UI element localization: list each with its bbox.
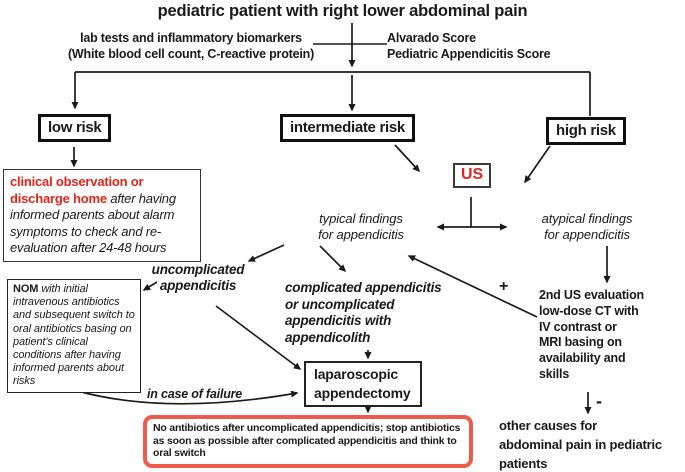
- high-risk-label: high risk: [556, 122, 616, 139]
- nom-highlight: NOM: [13, 283, 39, 295]
- ultrasound-node: US: [453, 163, 492, 188]
- second-us-evaluation-label: 2nd US evaluation low-dose CT with IV co…: [539, 288, 644, 381]
- intermediate-risk-node: intermediate risk: [280, 114, 415, 142]
- page-title: pediatric patient with right lower abdom…: [157, 2, 528, 20]
- nom-detail: with initial intravenous antibiotics and…: [13, 283, 135, 388]
- clinical-observation-node: clinical observation or discharge home a…: [3, 169, 201, 262]
- clinical-observation-highlight: clinical observation or discharge home: [10, 174, 144, 206]
- high-risk-node: high risk: [546, 117, 626, 145]
- typical-findings-label: typical findings for appendicitis: [318, 211, 404, 242]
- intermediate-risk-label: intermediate risk: [290, 119, 405, 136]
- in-case-of-failure-label: in case of failure: [147, 387, 243, 401]
- lab-tests-label: lab tests and inflammatory biomarkers (W…: [67, 31, 315, 61]
- positive-sign: +: [499, 278, 509, 295]
- clinical-observation-detail: after having informed parents about alar…: [10, 190, 176, 256]
- laparoscopic-appendectomy-node: laparoscopic appendectomy: [304, 361, 423, 407]
- ultrasound-label: US: [461, 166, 484, 183]
- other-causes-label: other causes for abdominal pain in pedia…: [499, 418, 662, 471]
- low-risk-label: low risk: [48, 119, 102, 136]
- uncomplicated-appendicitis-label: uncomplicated appendicitis: [151, 262, 245, 293]
- atypical-findings-label: atypical findings for appendicitis: [541, 211, 633, 242]
- scores-label: Alvarado Score Pediatric Appendicitis Sc…: [387, 31, 551, 61]
- nom-node: NOM with initial intravenous antibiotics…: [7, 279, 141, 393]
- antibiotics-note-node: No antibiotics after uncomplicated appen…: [143, 415, 473, 468]
- negative-sign: -: [596, 391, 602, 411]
- complicated-appendicitis-label: complicated appendicitis or uncomplicate…: [285, 280, 442, 345]
- low-risk-node: low risk: [38, 114, 112, 142]
